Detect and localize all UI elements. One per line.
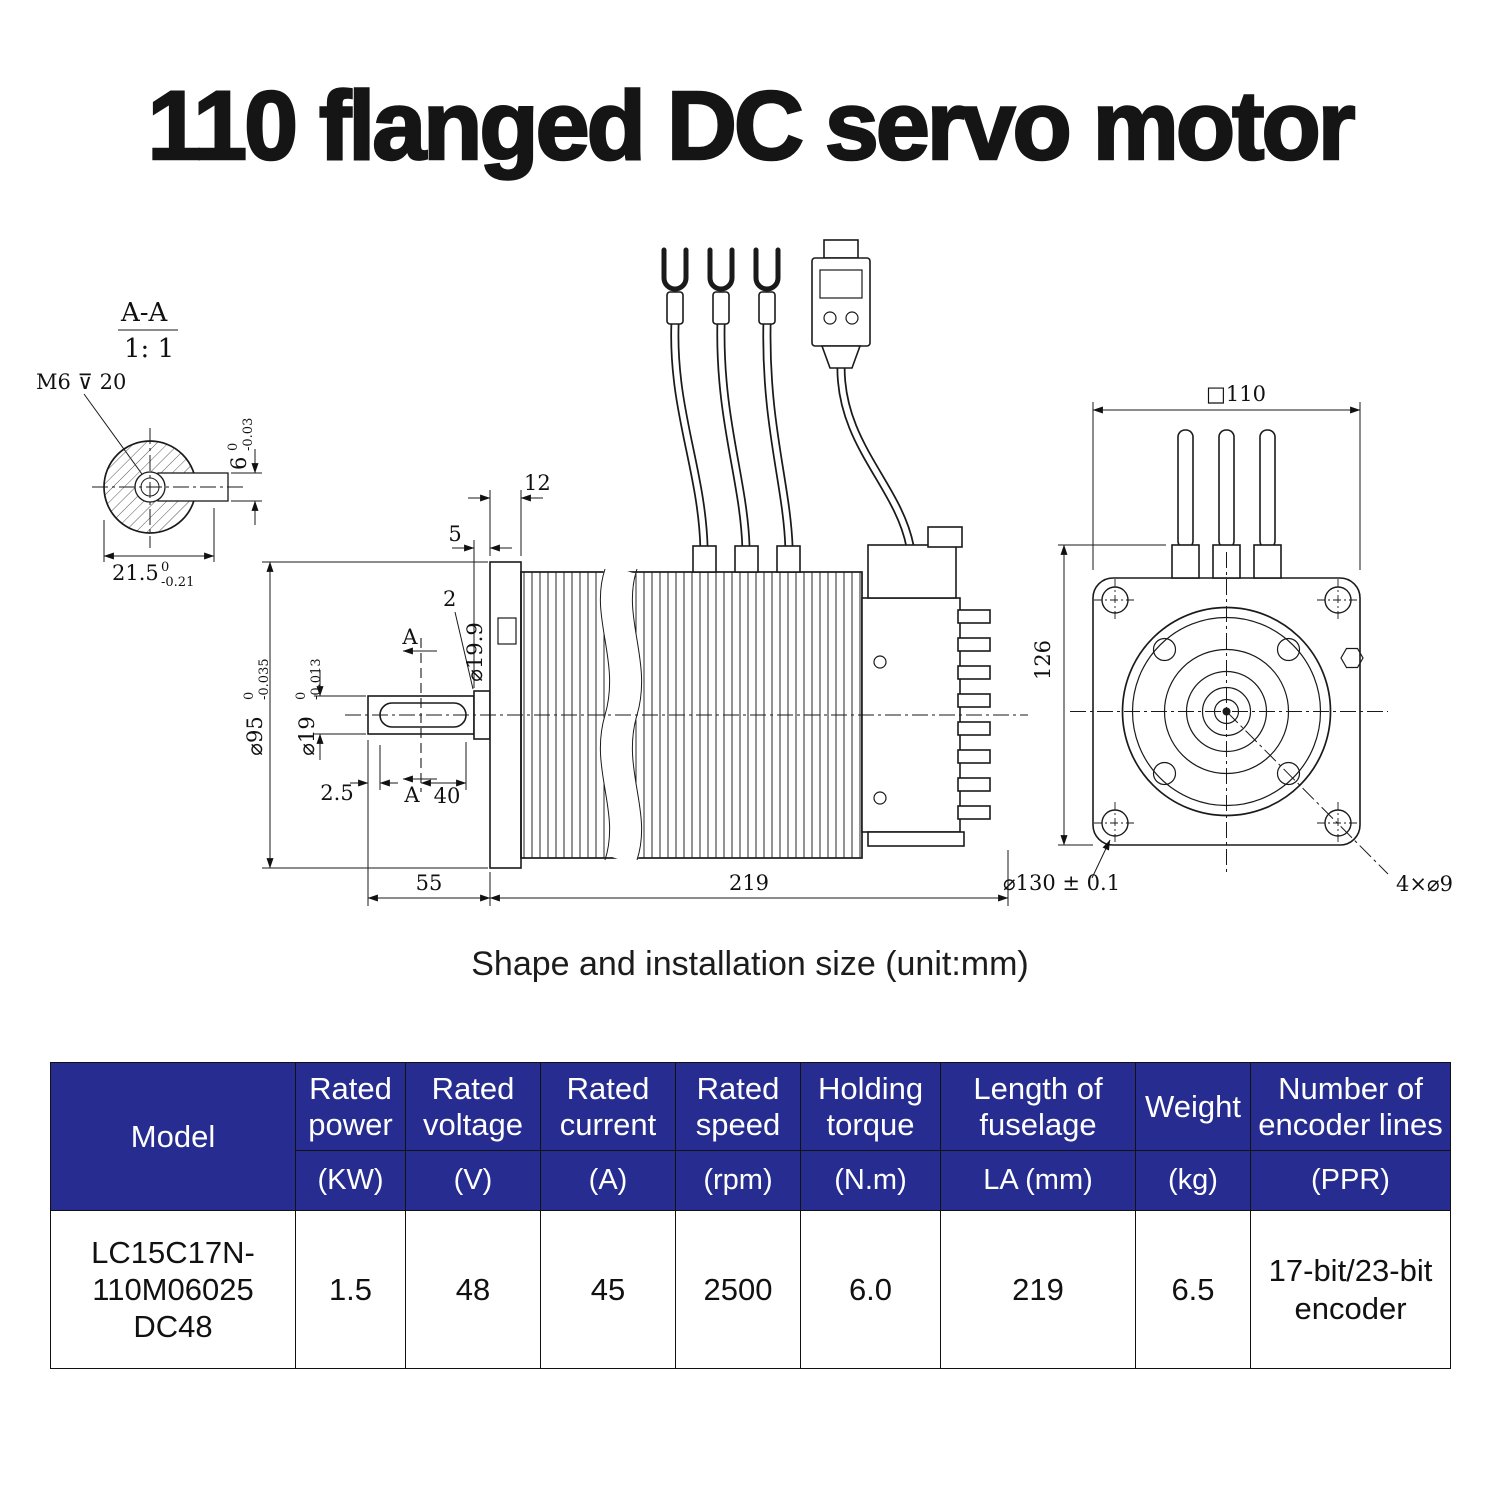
col-header-rated-power: Rated power: [295, 1062, 406, 1151]
front-view: □110 126 ⌀130 ± 0.1 4×⌀9: [1003, 382, 1453, 896]
dim-total-height: 126: [1031, 640, 1055, 680]
col-unit-rated-current: (A): [540, 1150, 676, 1211]
col-unit-fuselage-length: LA (mm): [940, 1150, 1136, 1211]
dim-hub-width: 21.5 0 -0.21: [112, 560, 194, 590]
flange-face: [1092, 577, 1361, 846]
cover-screw: [1276, 761, 1301, 786]
col-header-model: Model: [50, 1062, 296, 1211]
bolt-hole: [1093, 578, 1137, 622]
col-header-weight: Weight: [1135, 1062, 1251, 1151]
col-unit-weight: (kg): [1135, 1150, 1251, 1211]
dim-chamfer: 2: [443, 587, 456, 611]
dim-shaft-diameter: ⌀19 0 -0.013: [294, 658, 324, 755]
cell-rated-voltage: 48: [405, 1210, 541, 1369]
cover-screw: [1276, 637, 1301, 662]
svg-text:0: 0: [294, 692, 309, 700]
section-mark-bottom: A: [403, 783, 420, 807]
encoder-connector: [811, 239, 871, 369]
cell-weight: 6.5: [1135, 1210, 1251, 1369]
cell-rated-current: 45: [540, 1210, 676, 1369]
motor-shaft: [367, 695, 475, 735]
col-header-rated-voltage: Rated voltage: [405, 1062, 541, 1151]
col-unit-holding-torque: (N.m): [800, 1150, 941, 1211]
shaft-keyway: [379, 702, 467, 728]
spec-table: Model Rated power Rated voltage Rated cu…: [50, 1062, 1451, 1369]
dim-body-length: 219: [729, 871, 769, 895]
col-header-encoder-lines: Number of encoder lines: [1250, 1062, 1451, 1151]
cover-screw: [1152, 761, 1177, 786]
col-header-rated-speed: Rated speed: [675, 1062, 801, 1151]
col-header-holding-torque: Holding torque: [800, 1062, 941, 1151]
shaft-section: [103, 440, 197, 534]
side-view: 12 5 2 ⌀19.9 A A 2.5 40: [242, 239, 1028, 906]
col-unit-encoder-lines: (PPR): [1250, 1150, 1451, 1211]
section-scale: 1: 1: [124, 334, 174, 364]
cable-gland: [692, 545, 717, 573]
svg-text:-0.21: -0.21: [161, 575, 194, 590]
dim-step-length: 5: [448, 522, 461, 546]
cell-encoder-lines: 17-bit/23-bit encoder: [1250, 1210, 1451, 1369]
header-row-names: Model Rated power Rated voltage Rated cu…: [50, 1062, 1451, 1211]
cell-rated-speed: 2500: [675, 1210, 801, 1369]
svg-text:-0.035: -0.035: [257, 658, 272, 700]
svg-text:⌀19: ⌀19: [295, 716, 319, 755]
cable-gland: [776, 545, 801, 573]
section-mark-top: A: [401, 625, 418, 649]
col-unit-rated-power: (KW): [295, 1150, 406, 1211]
dim-bolt-holes: 4×⌀9: [1396, 872, 1453, 896]
col-header-rated-current: Rated current: [540, 1062, 676, 1151]
page-title: 110 flanged DC servo motor: [146, 70, 1356, 182]
svg-text:0: 0: [242, 692, 257, 700]
shaft-step: [473, 690, 491, 740]
keyway-section: [157, 472, 229, 502]
motor-body: [520, 571, 863, 859]
cell-holding-torque: 6.0: [800, 1210, 941, 1369]
header-row-units: (KW) (V) (A) (rpm) (N.m) LA (mm) (kg) (P…: [51, 1150, 1451, 1211]
svg-text:6: 6: [227, 457, 251, 470]
rear-housing: [861, 597, 961, 833]
cover-screw: [1152, 637, 1177, 662]
mounting-flange: [489, 561, 522, 869]
svg-text:⌀95: ⌀95: [243, 716, 267, 755]
svg-text:0: 0: [161, 560, 169, 575]
bolt-hole: [1093, 801, 1137, 845]
dim-key-depth: 6 0 -0.03: [226, 418, 256, 470]
power-terminal-1: [661, 247, 689, 325]
terminal-box: [867, 544, 957, 599]
col-header-fuselage-length: Length of fuselage: [940, 1062, 1136, 1151]
cell-model: LC15C17N- 110M06025 DC48: [50, 1210, 296, 1369]
dim-key-start: 2.5: [320, 781, 353, 805]
section-label: A-A: [120, 298, 169, 328]
dim-shaft-length: 55: [416, 871, 443, 895]
dim-spigot-diameter: ⌀95 0 -0.035: [242, 658, 272, 755]
cell-fuselage-length: 219: [940, 1210, 1136, 1369]
power-terminal-2: [707, 247, 735, 325]
section-view: A-A 1: 1 M6 ⊽ 20 6 0 -0.03: [36, 298, 262, 590]
svg-text:-0.013: -0.013: [309, 658, 324, 700]
drawing-caption: Shape and installation size (unit:mm): [471, 945, 1029, 983]
dim-flange-size: □110: [1206, 382, 1266, 406]
svg-text:21.5: 21.5: [112, 561, 159, 585]
svg-text:0: 0: [226, 443, 241, 451]
dim-key-length: 40: [434, 784, 461, 808]
svg-text:-0.03: -0.03: [241, 418, 256, 451]
hex-nut: [1340, 647, 1364, 669]
cell-rated-power: 1.5: [295, 1210, 406, 1369]
cable-gland: [734, 545, 759, 573]
col-unit-rated-speed: (rpm): [675, 1150, 801, 1211]
bolt-hole: [1316, 801, 1360, 845]
spec-row: LC15C17N- 110M06025 DC48 1.5 48 45 2500 …: [50, 1210, 1451, 1369]
dim-step-diameter: ⌀19.9: [463, 622, 487, 681]
bolt-hole: [1316, 578, 1360, 622]
dim-thread-callout: M6 ⊽ 20: [36, 370, 126, 394]
power-terminal-3: [753, 247, 781, 325]
col-unit-rated-voltage: (V): [405, 1150, 541, 1211]
dim-bolt-circle: ⌀130 ± 0.1: [1003, 871, 1120, 895]
dim-flange-thickness: 12: [524, 471, 551, 495]
